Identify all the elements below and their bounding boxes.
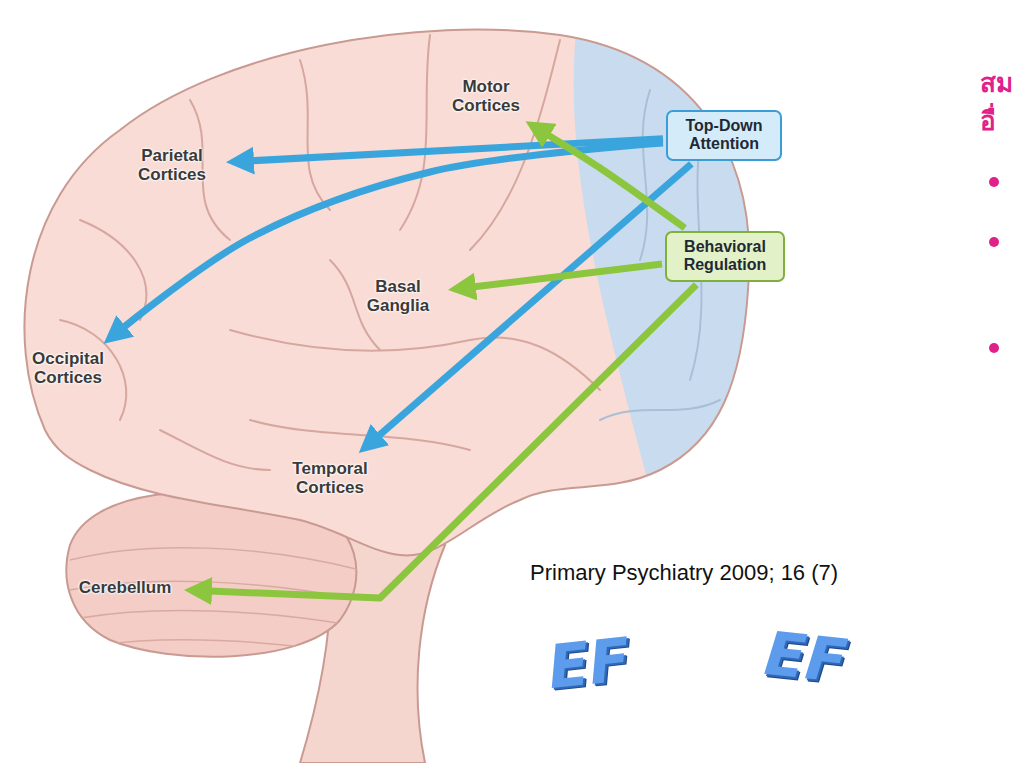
bullet-dot bbox=[989, 237, 999, 247]
heading-fragment: อื่ bbox=[980, 100, 996, 141]
ef-badge: EF bbox=[762, 618, 851, 696]
bullet-dot bbox=[989, 343, 999, 353]
node-text: Motor Cortices bbox=[438, 77, 534, 115]
region-label: Temporal Cortices bbox=[280, 457, 380, 499]
node-text: Parietal Cortices bbox=[124, 146, 220, 184]
ef-badge: EF bbox=[545, 624, 634, 702]
arrow-connector bbox=[198, 285, 696, 598]
arrow-connector bbox=[537, 129, 684, 228]
node-text: Occipital Cortices bbox=[20, 349, 116, 387]
node-text: Top-Down Attention bbox=[674, 117, 774, 154]
arrow-connector bbox=[462, 264, 662, 288]
bullet-dot bbox=[989, 177, 999, 187]
node-text: Cerebellum bbox=[72, 578, 178, 597]
node-text: Basal Ganglia bbox=[354, 277, 442, 315]
node-text: Temporal Cortices bbox=[282, 459, 378, 497]
process-box: Behavioral Regulation bbox=[665, 231, 785, 282]
region-label: Basal Ganglia bbox=[352, 275, 444, 317]
region-label: Motor Cortices bbox=[436, 75, 536, 117]
node-text: Behavioral Regulation bbox=[673, 238, 777, 275]
citation: Primary Psychiatry 2009; 16 (7) bbox=[530, 560, 838, 586]
gyri bbox=[60, 35, 720, 470]
cerebrum-outline bbox=[24, 29, 749, 555]
region-label: Occipital Cortices bbox=[18, 347, 118, 389]
heading-fragment: สม bbox=[980, 62, 1013, 103]
arrow-connector bbox=[114, 143, 663, 335]
region-label: Parietal Cortices bbox=[122, 144, 222, 186]
region-label: Cerebellum bbox=[70, 576, 180, 599]
process-box: Top-Down Attention bbox=[666, 110, 782, 161]
